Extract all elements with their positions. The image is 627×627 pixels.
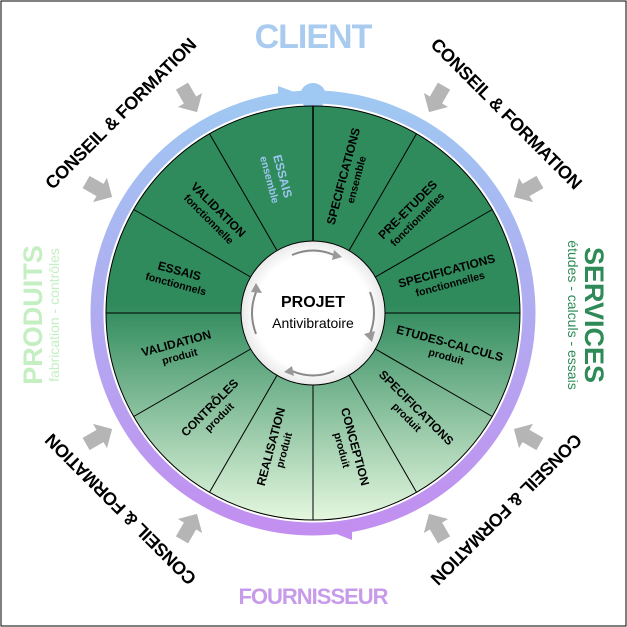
cycle-arrowhead-right-icon [364,331,375,342]
segment-divider [133,209,251,278]
segment-divider [348,133,417,251]
cycle-arrowhead-left-icon [251,283,262,293]
client-label: CLIENT [255,18,373,56]
segment-divider [133,348,251,417]
services-sublabel: études - calculs - essais [565,240,581,389]
advice-arrow-icon [513,175,544,203]
segment-divider [209,133,278,251]
advice-arrow-icon [423,513,451,544]
produits-group: PRODUITS fabrication - contrôles [18,245,62,385]
cycle-arrow-right-icon [369,291,375,335]
advice-arrow-icon [513,423,544,451]
cycle-arrow-top-icon [291,249,335,256]
cycle-arrow-bottom-icon [291,370,335,377]
fournisseur-label: FOURNISSEUR [238,584,388,609]
advice-arrow-icon [175,82,203,113]
segment-divider [375,348,493,417]
cycle-arrowhead-top-icon [332,250,342,260]
segment-divider [348,375,417,493]
center-title: PROJET [281,294,345,311]
advice-arrows [82,82,544,544]
segment-divider [209,375,278,493]
advice-arrow-icon [175,513,203,544]
produits-sublabel: fabrication - contrôles [46,248,62,382]
cycle-arrow-left-icon [251,291,257,335]
services-group: SERVICES études - calculs - essais [565,240,609,389]
ring-arrowhead-top-icon [278,86,305,106]
produits-label: PRODUITS [18,245,48,385]
center-hub [240,240,386,386]
cycle-arrowhead-bottom-icon [284,366,294,376]
services-label: SERVICES [579,247,609,383]
center-subtitle: Antivibratoire [272,315,354,331]
advice-arrow-icon [82,423,113,451]
advice-arrow-icon [423,82,451,113]
ring-origin-dot [300,83,326,109]
advice-arrow-icon [82,175,113,203]
ring-arrowhead-bottom-icon [326,520,352,540]
segment-divider [375,209,493,278]
